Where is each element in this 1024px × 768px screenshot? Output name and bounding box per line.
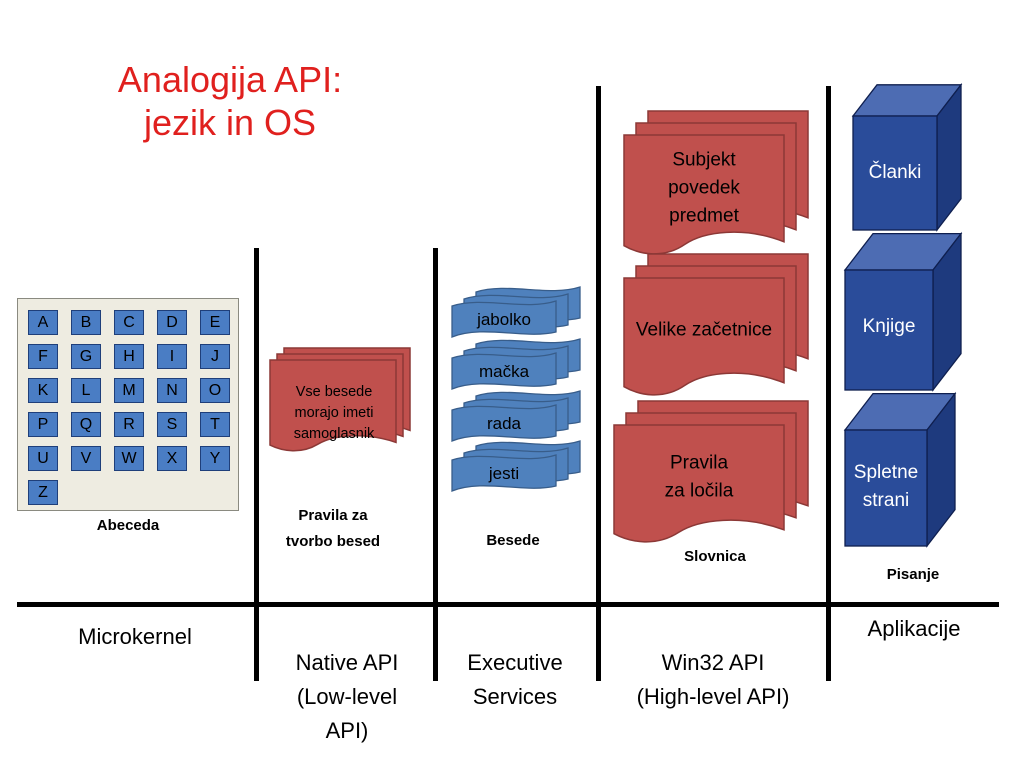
word-label: jabolko xyxy=(476,310,531,329)
letter-key-f: F xyxy=(28,344,58,369)
word-banner-2-layer-1 xyxy=(451,352,557,390)
word-banner-1-layer-1 xyxy=(451,300,557,338)
grammar-doc-capital-letters-text: Velike začetnice xyxy=(636,320,772,341)
cube-web-pages-label: Spletne strani xyxy=(854,462,918,511)
letter-key-m: M xyxy=(114,378,144,403)
grammar-doc-punctuation-text-line-1: Pravila xyxy=(670,453,729,474)
layer-label-microkernel: Microkernel xyxy=(78,624,192,649)
letter-key-t: T xyxy=(200,412,230,437)
letter-key-s: S xyxy=(157,412,187,437)
letter-key-p: P xyxy=(28,412,58,437)
word-banner-2: mačka xyxy=(451,338,581,390)
word-rules-document-sheet-1 xyxy=(269,359,397,452)
cube-web-pages-label-line-1: Spletne xyxy=(854,462,918,483)
word-banner-4: jesti xyxy=(451,440,581,492)
cube-web-pages-front xyxy=(844,429,928,547)
word-label: jesti xyxy=(488,464,519,483)
grammar-doc-subject-predicate-object-text-line-2: povedek xyxy=(668,178,740,199)
letter-key-o: O xyxy=(200,378,230,403)
word-rules-document: Vse besede morajo imeti samoglasnik xyxy=(269,347,411,452)
word-rules-text: Vse besede morajo imeti samoglasnik xyxy=(294,384,375,442)
letter-key-v: V xyxy=(71,446,101,471)
word-rules-caption-line-2: tvorbo besed xyxy=(285,533,381,550)
grammar-doc-subject-predicate-object-text-line-1: Subjekt xyxy=(672,150,736,171)
writing-caption: Pisanje xyxy=(886,566,940,583)
slide-title: Analogija API: jezik in OS xyxy=(60,58,400,144)
word-banner-3: rada xyxy=(451,390,581,442)
word-label: rada xyxy=(487,414,522,433)
letter-key-u: U xyxy=(28,446,58,471)
alphabet-caption: Abeceda xyxy=(96,517,160,534)
letter-key-r: R xyxy=(114,412,144,437)
grammar-doc-punctuation: Pravila za ločila xyxy=(613,400,809,543)
letter-key-y: Y xyxy=(200,446,230,471)
grammar-doc-capital-letters-sheet-1 xyxy=(623,277,785,396)
layer-label-native-api: Native API (Low-level API) xyxy=(295,650,399,743)
title-line-2: jezik in OS xyxy=(143,102,317,143)
divider-line-1 xyxy=(254,248,259,681)
cube-books-label: Knjige xyxy=(863,316,916,337)
letter-key-q: Q xyxy=(71,412,101,437)
layer-label-executive-services: Executive Services xyxy=(467,650,563,709)
words-caption: Besede xyxy=(486,532,540,549)
word-rules-text-line-2: morajo imeti xyxy=(295,405,374,421)
letter-key-x: X xyxy=(157,446,187,471)
grammar-doc-subject-predicate-object: Subjekt povedek predmet xyxy=(623,110,809,255)
layer-label-win32-api: Win32 API (High-level API) xyxy=(636,650,790,709)
letter-key-l: L xyxy=(71,378,101,403)
grammar-doc-punctuation-text-line-2: za ločila xyxy=(665,481,734,502)
cube-web-pages: Spletne strani xyxy=(843,391,957,548)
letter-key-j: J xyxy=(200,344,230,369)
letter-key-e: E xyxy=(200,310,230,335)
cube-articles-front xyxy=(852,115,938,231)
cube-articles-label-line-1: Članki xyxy=(869,161,922,183)
word-rules-text-line-1: Vse besede xyxy=(296,384,373,400)
word-rules-caption: Pravila za tvorbo besed xyxy=(258,503,408,555)
grammar-doc-capital-letters: Velike začetnice xyxy=(623,253,809,396)
word-banner-3-layer-1 xyxy=(451,404,557,442)
cube-articles-label: Članki xyxy=(869,161,922,183)
word-label: mačka xyxy=(479,362,530,381)
letter-key-z: Z xyxy=(28,480,58,505)
letter-key-c: C xyxy=(114,310,144,335)
letter-key-n: N xyxy=(157,378,187,403)
grammar-doc-subject-predicate-object-text: Subjekt povedek predmet xyxy=(668,150,740,227)
letter-key-g: G xyxy=(71,344,101,369)
cube-articles: Članki xyxy=(851,82,963,232)
letter-key-a: A xyxy=(28,310,58,335)
layer-baseline xyxy=(17,602,999,607)
cube-books: Knjige xyxy=(843,231,963,392)
grammar-doc-punctuation-sheet-1 xyxy=(613,424,785,543)
divider-line-3 xyxy=(596,86,601,681)
word-rules-caption-line-1: Pravila za xyxy=(298,507,368,524)
cube-web-pages-label-line-2: strani xyxy=(863,490,909,511)
grammar-doc-subject-predicate-object-text-line-3: predmet xyxy=(669,206,739,227)
letter-key-w: W xyxy=(114,446,144,471)
grammar-doc-subject-predicate-object-sheet-1 xyxy=(623,134,785,255)
letter-key-i: I xyxy=(157,344,187,369)
divider-line-2 xyxy=(433,248,438,681)
layer-label-applications: Aplikacije xyxy=(867,616,961,641)
letter-key-d: D xyxy=(157,310,187,335)
grammar-caption: Slovnica xyxy=(684,548,746,565)
grammar-doc-punctuation-text: Pravila za ločila xyxy=(665,453,734,502)
grammar-doc-capital-letters-text-line-1: Velike začetnice xyxy=(636,320,772,341)
word-banner-1: jabolko xyxy=(451,286,581,338)
word-banner-4-layer-1 xyxy=(451,454,557,492)
word-rules-text-line-3: samoglasnik xyxy=(294,426,375,442)
divider-line-4 xyxy=(826,86,831,681)
cube-books-label-line-1: Knjige xyxy=(863,316,916,337)
letter-key-b: B xyxy=(71,310,101,335)
title-line-1: Analogija API: xyxy=(117,59,343,100)
cube-books-front xyxy=(844,269,934,391)
letter-key-h: H xyxy=(114,344,144,369)
letter-key-k: K xyxy=(28,378,58,403)
